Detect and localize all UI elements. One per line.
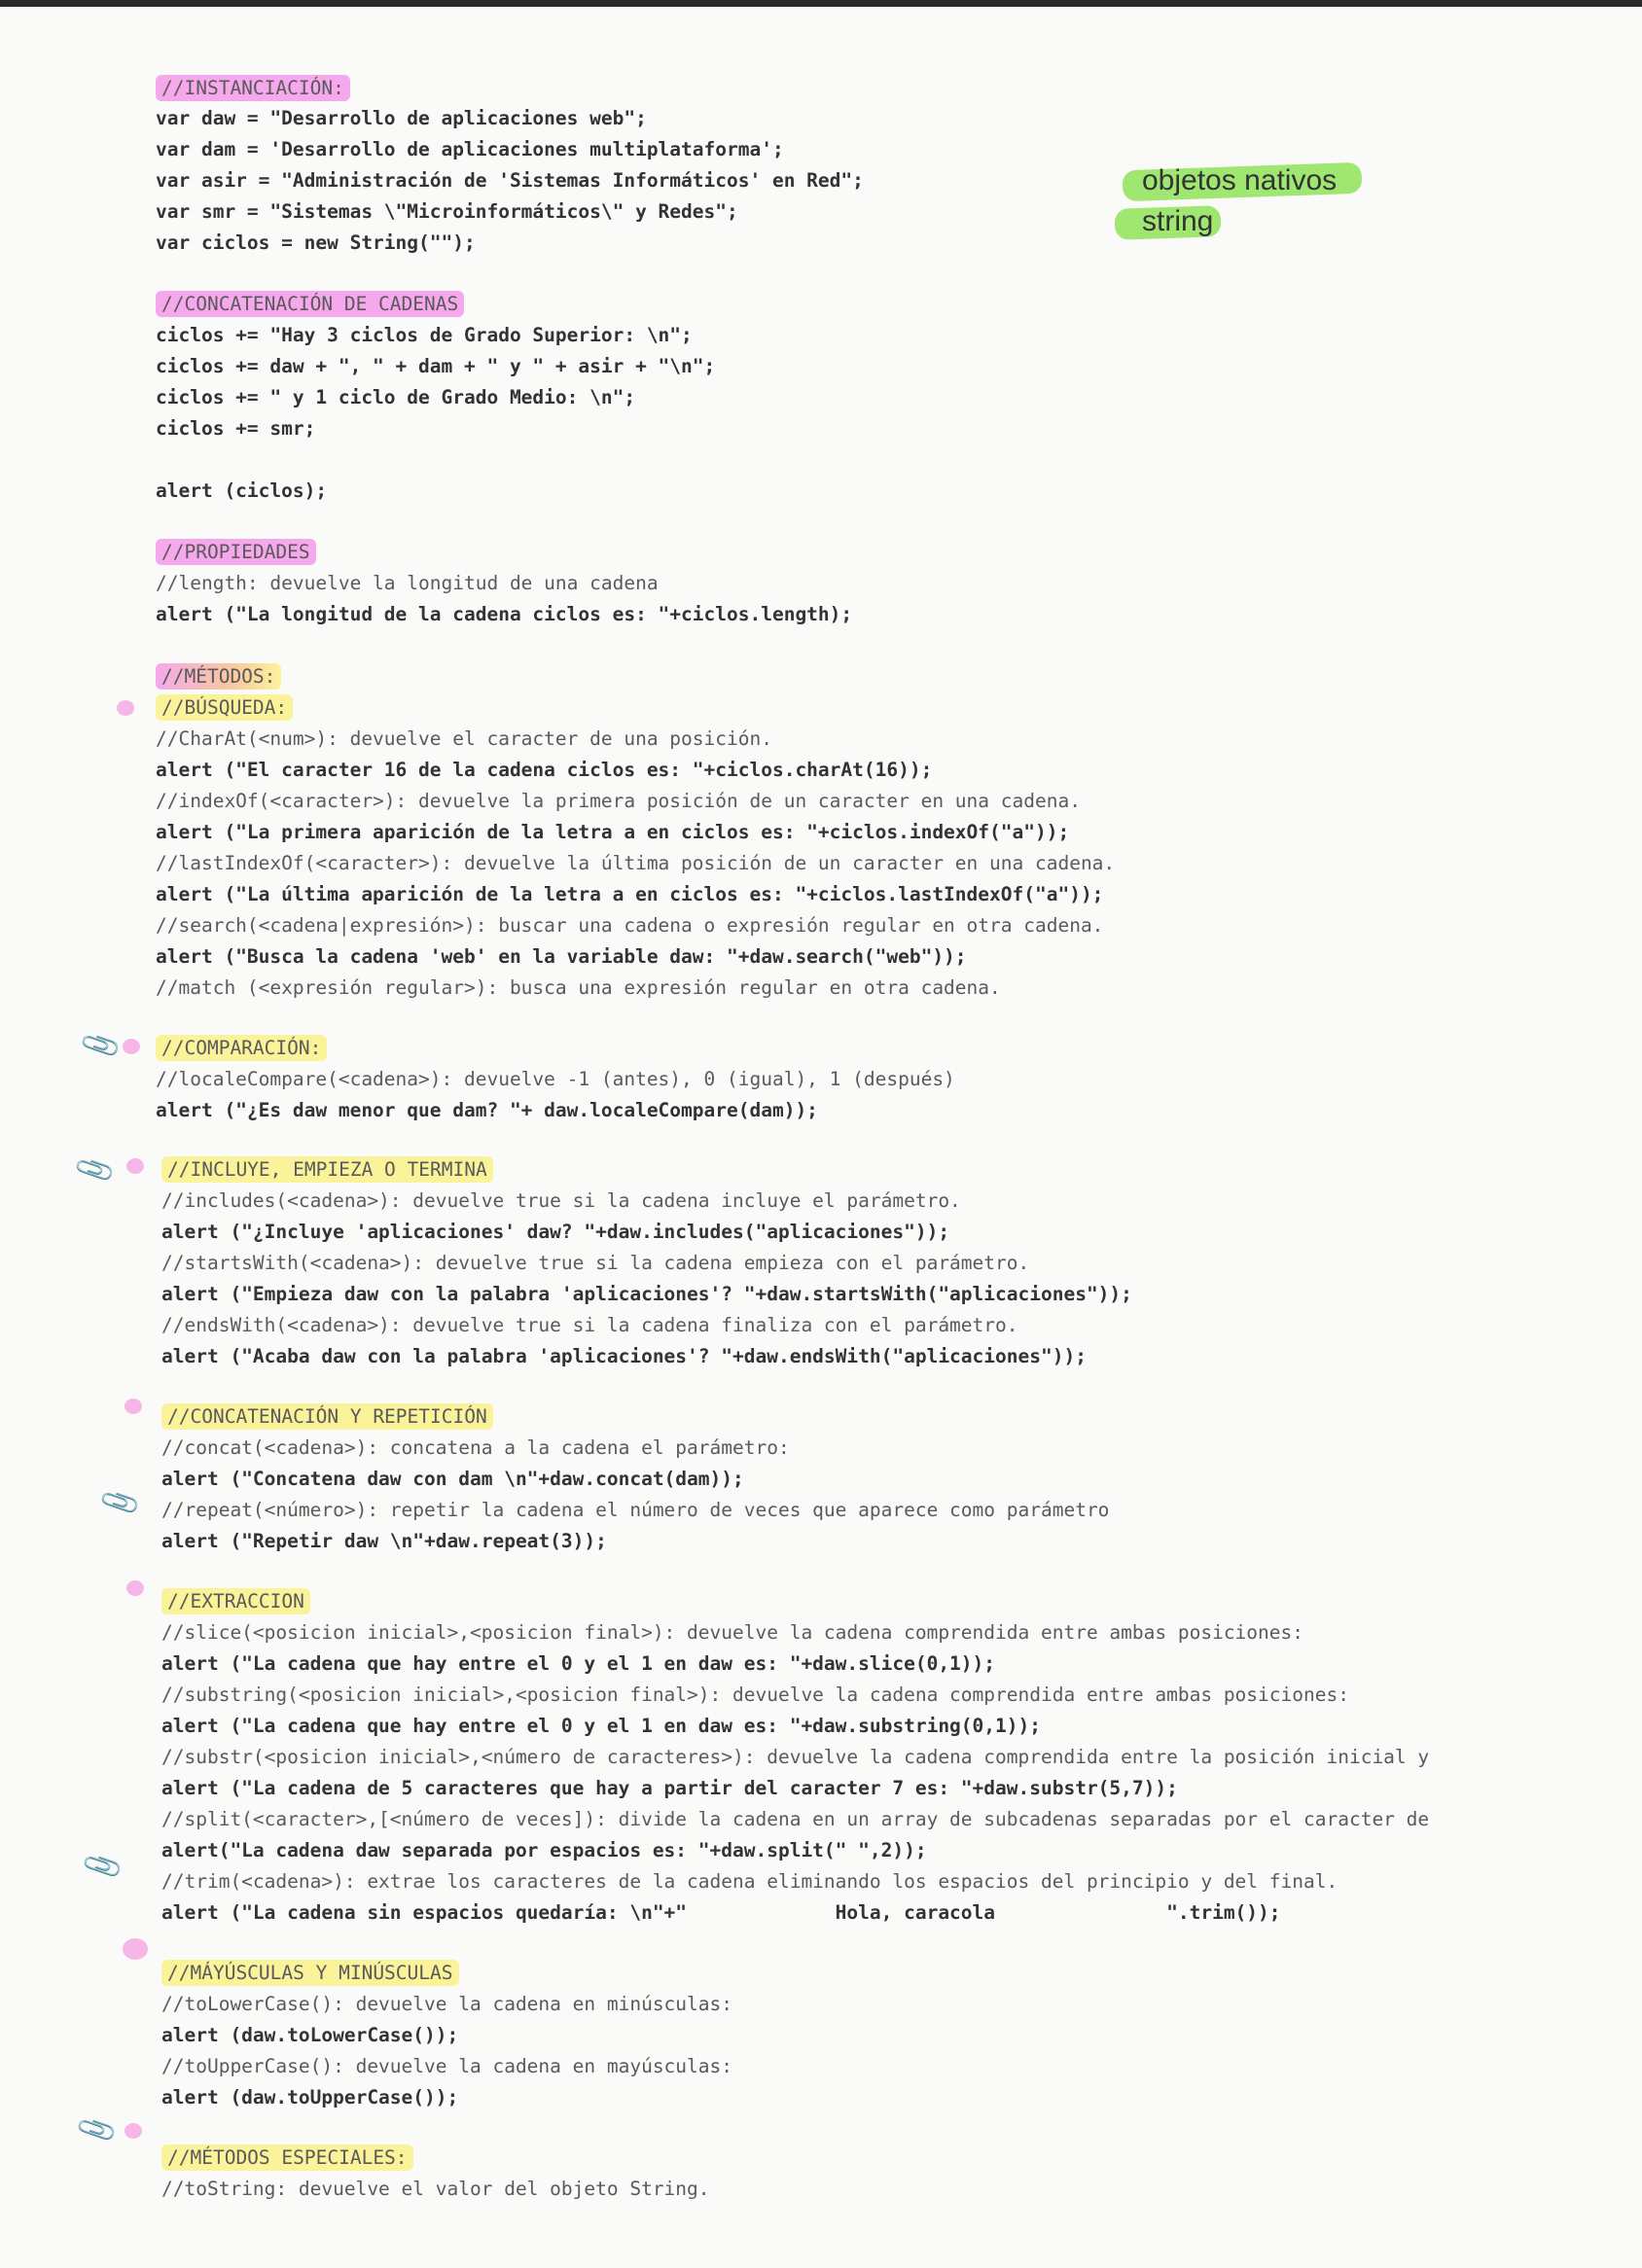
pink-marker-dot xyxy=(126,1158,144,1174)
code-line: ciclos += " y 1 ciclo de Grado Medio: \n… xyxy=(156,386,636,408)
comment-line: //lastIndexOf(<caracter>): devuelve la ú… xyxy=(156,852,1116,874)
code-line: var daw = "Desarrollo de aplicaciones we… xyxy=(156,107,647,129)
comment-line: //length: devuelve la longitud de una ca… xyxy=(156,572,659,594)
code-line: alert ("La última aparición de la letra … xyxy=(156,883,1104,905)
comment-line: //split(<caracter>,[<número de veces]): … xyxy=(161,1808,1430,1830)
comment-line: //search(<cadena|expresión>): buscar una… xyxy=(156,914,1104,937)
code-line: alert ("Concatena daw con dam \n"+daw.co… xyxy=(161,1468,744,1490)
paperclip-icon: 📎 xyxy=(72,1147,118,1192)
pink-marker-dot xyxy=(117,700,134,716)
comment-line: //CharAt(<num>): devuelve el caracter de… xyxy=(156,727,772,750)
comment-line: //slice(<posicion inicial>,<posicion fin… xyxy=(161,1621,1303,1644)
heading-extraccion: //EXTRACCION xyxy=(161,1587,310,1616)
paperclip-icon: 📎 xyxy=(78,1022,124,1068)
code-line: alert ("La cadena de 5 caracteres que ha… xyxy=(161,1777,1178,1799)
code-line: alert ("La cadena que hay entre el 0 y e… xyxy=(161,1715,1041,1737)
pink-marker-dot xyxy=(125,1399,142,1414)
paperclip-icon: 📎 xyxy=(80,1843,125,1889)
code-line: var asir = "Administración de 'Sistemas … xyxy=(156,169,864,192)
comment-line: //endsWith(<cadena>): devuelve true si l… xyxy=(161,1314,1018,1336)
comment-line: //substr(<posicion inicial>,<número de c… xyxy=(161,1746,1430,1768)
paperclip-icon: 📎 xyxy=(97,1479,143,1525)
comment-line: //concat(<cadena>): concatena a la caden… xyxy=(161,1436,790,1459)
comment-line: //includes(<cadena>): devuelve true si l… xyxy=(161,1189,961,1212)
code-line: var ciclos = new String(""); xyxy=(156,231,476,254)
code-line: alert ("La cadena que hay entre el 0 y e… xyxy=(161,1652,996,1675)
pink-marker-dot xyxy=(126,1580,144,1596)
heading-metodos-especiales: //MÉTODOS ESPECIALES: xyxy=(161,2144,413,2173)
code-line: alert ("Empieza daw con la palabra 'apli… xyxy=(161,1283,1132,1305)
comment-line: //trim(<cadena>): extrae los caracteres … xyxy=(161,1870,1339,1893)
heading-concatenacion: //CONCATENACIÓN DE CADENAS xyxy=(156,290,465,319)
comment-line: //repeat(<número>): repetir la cadena el… xyxy=(161,1499,1110,1521)
code-line: alert (daw.toUpperCase()); xyxy=(161,2086,459,2109)
comment-line: //substring(<posicion inicial>,<posicion… xyxy=(161,1683,1349,1706)
code-line: ciclos += "Hay 3 ciclos de Grado Superio… xyxy=(156,324,693,346)
handwritten-note: objetos nativos string xyxy=(1128,160,1350,242)
heading-metodos: //MÉTODOS: xyxy=(156,662,282,691)
pink-marker-dot xyxy=(123,1938,148,1960)
code-line: ciclos += smr; xyxy=(156,417,316,440)
code-line: alert ("La primera aparición de la letra… xyxy=(156,821,1070,843)
code-line: alert("La cadena daw separada por espaci… xyxy=(161,1839,927,1861)
code-line: alert (daw.toLowerCase()); xyxy=(161,2024,459,2046)
code-line: alert ("La cadena sin espacios quedaría:… xyxy=(161,1901,1281,1924)
comment-line: //toLowerCase(): devuelve la cadena en m… xyxy=(161,1993,732,2015)
comment-line: //match (<expresión regular>): busca una… xyxy=(156,976,1001,999)
paperclip-icon: 📎 xyxy=(74,2107,120,2152)
comment-line: //toString: devuelve el valor del objeto… xyxy=(161,2178,710,2200)
code-line: alert ("La longitud de la cadena ciclos … xyxy=(156,603,853,625)
code-line: alert ("El caracter 16 de la cadena cicl… xyxy=(156,759,933,781)
code-line: ciclos += daw + ", " + dam + " y " + asi… xyxy=(156,355,716,377)
note-line-2: string xyxy=(1128,201,1227,242)
heading-busqueda: //BÚSQUEDA: xyxy=(156,693,294,723)
heading-concatenacion-repeticion: //CONCATENACIÓN Y REPETICIÓN xyxy=(161,1402,493,1432)
code-line: var dam = 'Desarrollo de aplicaciones mu… xyxy=(156,138,784,160)
code-line: alert ("Busca la cadena 'web' en la vari… xyxy=(156,945,967,968)
heading-propiedades: //PROPIEDADES xyxy=(156,538,316,567)
comment-line: //indexOf(<caracter>): devuelve la prime… xyxy=(156,790,1081,812)
heading-comparacion: //COMPARACIÓN: xyxy=(156,1034,328,1063)
pink-marker-dot xyxy=(125,2123,142,2139)
note-line-1: objetos nativos xyxy=(1128,160,1350,201)
code-line: alert ("¿Incluye 'aplicaciones' daw? "+d… xyxy=(161,1221,950,1243)
pink-marker-dot xyxy=(123,1039,140,1054)
code-line: alert ("Repetir daw \n"+daw.repeat(3)); xyxy=(161,1530,607,1552)
comment-line: //localeCompare(<cadena>): devuelve -1 (… xyxy=(156,1068,955,1090)
heading-incluye: //INCLUYE, EMPIEZA O TERMINA xyxy=(161,1155,493,1185)
code-line: alert (ciclos); xyxy=(156,479,328,502)
code-line: alert ("¿Es daw menor que dam? "+ daw.lo… xyxy=(156,1099,818,1121)
heading-mayusculas: //MÁYÚSCULAS Y MINÚSCULAS xyxy=(161,1959,459,1988)
comment-line: //startsWith(<cadena>): devuelve true si… xyxy=(161,1252,1030,1274)
code-line: alert ("Acaba daw con la palabra 'aplica… xyxy=(161,1345,1087,1367)
comment-line: //toUpperCase(): devuelve la cadena en m… xyxy=(161,2055,732,2077)
code-line: var smr = "Sistemas \"Microinformáticos\… xyxy=(156,200,738,223)
heading-instanciacion: //INSTANCIACIÓN: xyxy=(156,74,350,103)
scan-top-edge xyxy=(0,0,1642,7)
